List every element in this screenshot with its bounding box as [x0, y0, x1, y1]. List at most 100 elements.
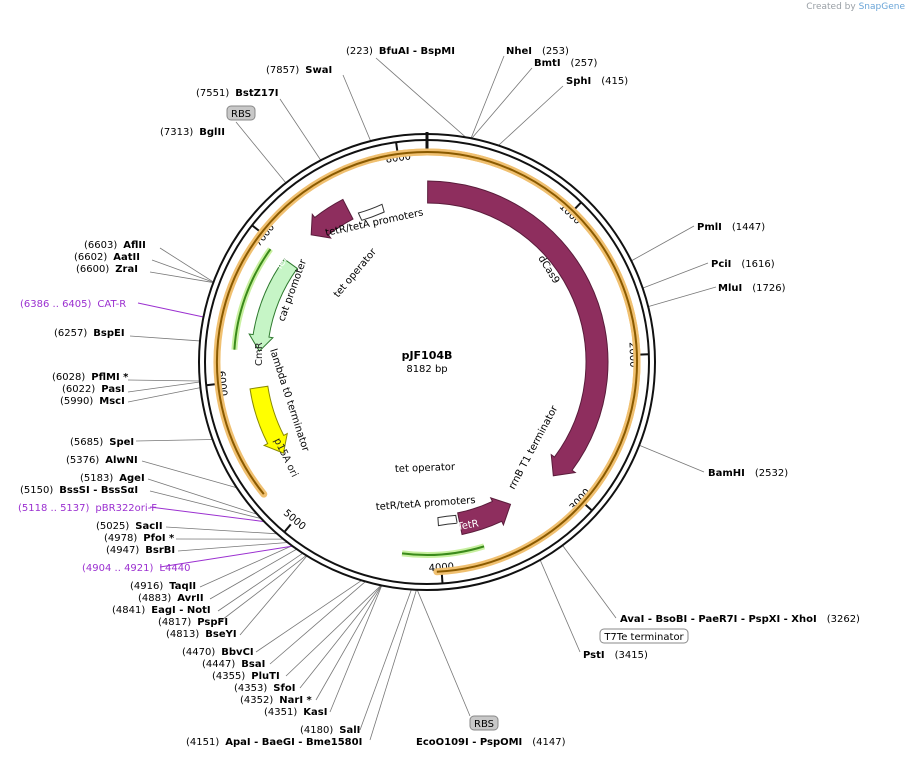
enzyme-label-xhoi-group: AvaI - BsoBI - PaeR7I - PspXI - XhoI(326…	[620, 614, 860, 625]
ruler-tick-1000	[573, 201, 582, 211]
enzyme-label-bglii: (7313)BglII	[160, 127, 225, 138]
leader-line-40	[539, 559, 581, 653]
operator-label-top: tet operator	[332, 246, 380, 300]
feature-tetr-1	[310, 198, 354, 239]
leader-line-19	[147, 478, 258, 515]
feature-tetr-teta-promoters-6	[437, 514, 458, 527]
leader-line-17	[135, 439, 213, 442]
leader-line-35	[359, 589, 412, 731]
rbs-label-bottom: RBS	[474, 719, 494, 730]
enzyme-label-bamhi: BamHI(2532)	[708, 468, 788, 479]
leader-line-20	[149, 490, 262, 520]
leader-line-32	[299, 585, 382, 689]
ruler-tick-4000	[440, 573, 444, 584]
enzyme-label-pflmi: (6028)PflMI *	[52, 372, 129, 383]
enzyme-label-bsai: (4447)BsaI	[202, 659, 265, 670]
enzyme-label-nari: (4352)NarI *	[240, 695, 313, 706]
ruler-tick-3000	[583, 503, 593, 512]
primer-label-l4440: (4904 .. 4921)L4440	[82, 563, 190, 574]
ruler-tick-6000	[206, 383, 217, 387]
ruler-tick-7000	[251, 224, 261, 233]
t7te-box	[599, 628, 689, 644]
t7te-label: T7Te terminator	[603, 632, 684, 643]
credit-prefix: Created by	[806, 2, 856, 12]
leader-line-5	[279, 98, 322, 161]
leader-line-4	[342, 74, 372, 142]
leader-line-9	[648, 286, 717, 308]
leader-line-11	[151, 259, 214, 283]
enzyme-label-pfoi: (4978)PfoI *	[104, 533, 175, 544]
enzyme-label-aatii: (6602)AatII	[74, 252, 140, 263]
enzyme-label-swai: (7857)SwaI	[266, 65, 332, 76]
enzyme-label-pluti: (4355)PluTI	[212, 671, 280, 682]
feature-tetr-4	[457, 496, 512, 536]
primer-leader-2	[159, 545, 293, 568]
rrnb-terminator-label: rrnB T1 terminator	[507, 403, 561, 491]
feature-tetr-teta-promoters-5	[357, 203, 385, 221]
ruler-tick-8000	[395, 142, 399, 153]
enzyme-label-ecoo109i: EcoO109I - PspOMI(4147)	[416, 737, 566, 748]
operator-label-bottom: tet operator	[395, 462, 456, 475]
enzyme-label-sali: (4180)SalI	[300, 725, 360, 736]
enzyme-label-agei: (5183)AgeI	[80, 473, 145, 484]
leader-line-1	[470, 55, 505, 139]
enzyme-label-avrii: (4883)AvrII	[138, 593, 204, 604]
feature-p15a-ori-3	[249, 385, 288, 454]
enzyme-label-aflii: (6603)AflII	[84, 240, 146, 251]
leader-line-31	[285, 585, 382, 677]
enzyme-label-spei: (5685)SpeI	[70, 437, 134, 448]
leader-line-18	[141, 460, 237, 489]
primer-label-cat-r: (6386 .. 6405)CAT-R	[20, 299, 126, 310]
promoter-label-bottom: tetR/tetA promoters	[375, 495, 475, 513]
rbs-label-top: RBS	[231, 109, 251, 120]
enzyme-label-pasi: (6022)PasI	[62, 384, 125, 395]
enzyme-label-mlui: MluI(1726)	[718, 283, 786, 294]
leader-line-2	[471, 67, 533, 139]
primer-label-pbr322ori-f: (5118 .. 5137)pBR322ori-F	[18, 503, 157, 514]
cmr-label: CmR	[254, 342, 265, 366]
enzyme-label-msci: (5990)MscI	[60, 396, 125, 407]
leader-line-33	[315, 585, 382, 701]
enzyme-label-bmti: BmtI(257)	[534, 58, 598, 69]
enzyme-label-sfoi: (4353)SfoI	[234, 683, 295, 694]
leader-line-3	[498, 85, 564, 146]
plasmid-name: pJF104B	[402, 349, 453, 362]
ruler-label-2000: 2000	[626, 342, 638, 368]
snapgene-logo-text: SnapGene	[858, 2, 905, 12]
enzyme-label-taqii: (4916)TaqII	[130, 581, 196, 592]
tetr-label-bottom: TetR	[456, 518, 480, 533]
enzyme-label-bbvci: (4470)BbvCI	[182, 647, 254, 658]
rbs-box-bottom	[469, 715, 499, 731]
enzyme-label-pspfi: (4817)PspFI	[158, 617, 228, 628]
rbs-box-top	[226, 105, 256, 121]
leader-line-0	[375, 57, 467, 138]
feature-arrows	[231, 180, 609, 558]
leader-lines	[127, 55, 717, 741]
enzyme-label-bseyi: (4813)BseYI	[166, 629, 237, 640]
leader-line-28	[239, 555, 308, 636]
leader-line-38	[639, 444, 705, 473]
leader-line-6	[235, 121, 287, 184]
orf-arc-core-1	[216, 151, 638, 573]
enzyme-label-bstz17i: (7551)BstZ17I	[196, 88, 279, 99]
leader-line-25	[209, 548, 297, 600]
leader-line-29	[255, 580, 362, 653]
enzyme-label-pmli: PmlI(1447)	[697, 222, 765, 233]
leader-line-26	[217, 552, 304, 612]
ruler-label-5000: 5000	[281, 508, 308, 533]
green-track-core-0	[233, 248, 272, 350]
enzyme-label-nhei: NheI(253)	[506, 46, 569, 57]
leader-line-15	[127, 381, 200, 393]
primer-leader-0	[137, 302, 204, 318]
enzyme-label-eagi: (4841)EagI - NotI	[112, 605, 211, 616]
enzyme-label-kasi: (4351)KasI	[264, 707, 327, 718]
leader-line-34	[329, 585, 383, 713]
plasmid-size: 8182 bp	[406, 364, 447, 375]
leader-line-30	[269, 581, 366, 665]
enzyme-label-bsrbi: (4947)BsrBI	[106, 545, 175, 556]
leader-line-24	[199, 545, 293, 588]
enzyme-label-bfuai: (223)BfuAI - BspMI	[346, 46, 455, 57]
green-track-core-1	[401, 545, 485, 556]
leader-line-12	[149, 271, 214, 283]
leader-line-16	[127, 387, 201, 403]
